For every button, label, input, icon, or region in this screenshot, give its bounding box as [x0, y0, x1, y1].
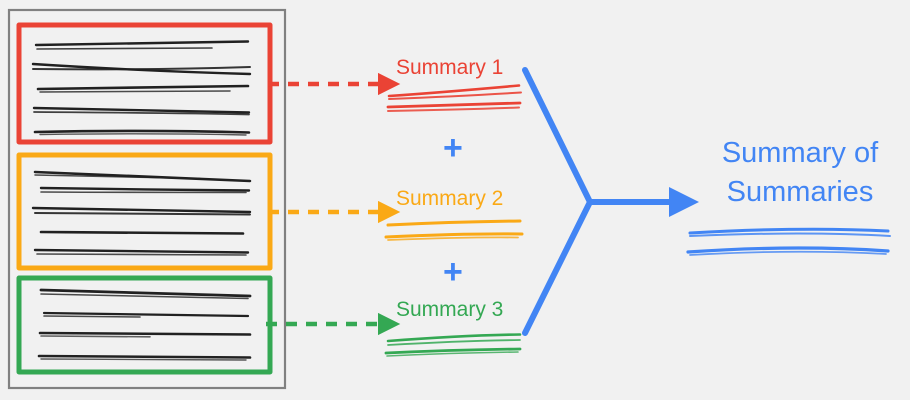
summary-2-label: Summary 2 — [396, 187, 504, 210]
summary-3-label: Summary 3 — [396, 298, 504, 321]
plus-operator-1: + — [443, 129, 463, 167]
final-summary-line-2: Summaries — [726, 176, 874, 208]
plus-operator-2: + — [443, 253, 463, 291]
summary-2-scribble — [384, 219, 524, 241]
source-document-frame — [7, 8, 287, 390]
chunk-1-text-lines — [31, 40, 252, 136]
merge-connector — [522, 67, 699, 336]
chunk-3-text-lines — [37, 288, 252, 361]
final-summary-line-1: Summary of — [721, 137, 879, 169]
document-chunk-3[interactable] — [16, 275, 273, 375]
document-chunk-2[interactable] — [16, 152, 273, 271]
final-summary-label: Summary of Summaries — [700, 134, 900, 212]
summary-1-scribble — [386, 84, 522, 112]
document-chunk-1[interactable] — [16, 22, 273, 145]
final-summary-scribble — [686, 227, 891, 256]
merge-branch-bottom — [522, 199, 593, 336]
chunk-2-text-lines — [31, 170, 252, 256]
summary-3-scribble — [384, 333, 522, 357]
merge-branch-top — [522, 67, 593, 205]
summary-1-label: Summary 1 — [396, 56, 504, 79]
